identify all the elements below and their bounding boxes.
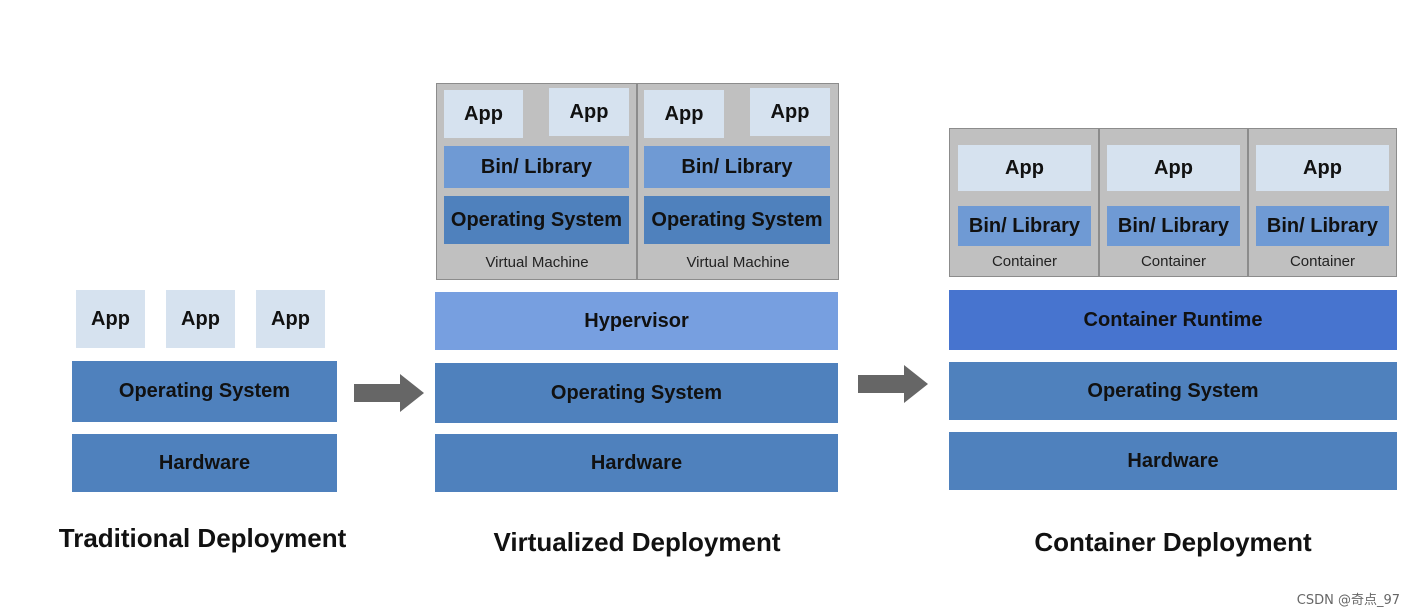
traditional-app-1: App bbox=[76, 290, 145, 348]
arrow-right-icon bbox=[354, 374, 424, 412]
virtualized-operating-system: Operating System bbox=[435, 363, 838, 423]
vm2-operating-system: Operating System bbox=[644, 196, 830, 244]
traditional-app-2: App bbox=[166, 290, 235, 348]
vm1-app-2: App bbox=[549, 88, 629, 136]
container-hardware: Hardware bbox=[949, 432, 1397, 490]
vm2-bin-library: Bin/ Library bbox=[644, 146, 830, 188]
container1-label: Container bbox=[991, 252, 1058, 270]
watermark: CSDN @奇点_97 bbox=[1296, 593, 1400, 608]
vm1-bin-library: Bin/ Library bbox=[444, 146, 629, 188]
container2-app: App bbox=[1107, 145, 1240, 191]
container-deployment-title: Container Deployment bbox=[1034, 526, 1312, 557]
container3-bin-library: Bin/ Library bbox=[1256, 206, 1389, 246]
virtualized-hardware: Hardware bbox=[435, 434, 838, 492]
container-runtime: Container Runtime bbox=[949, 290, 1397, 350]
container-divider-1 bbox=[1098, 129, 1100, 276]
container2-bin-library: Bin/ Library bbox=[1107, 206, 1240, 246]
traditional-app-3: App bbox=[256, 290, 325, 348]
virtualized-deployment-title: Virtualized Deployment bbox=[493, 526, 781, 557]
vm1-app-1: App bbox=[444, 90, 523, 138]
vm1-operating-system: Operating System bbox=[444, 196, 629, 244]
vm2-app-2: App bbox=[750, 88, 830, 136]
container-operating-system: Operating System bbox=[949, 362, 1397, 420]
arrow-right-icon bbox=[858, 365, 928, 403]
container2-label: Container bbox=[1140, 252, 1207, 270]
traditional-hardware: Hardware bbox=[72, 434, 337, 492]
traditional-deployment-title: Traditional Deployment bbox=[58, 522, 347, 553]
container1-app: App bbox=[958, 145, 1091, 191]
vm2-app-1: App bbox=[644, 90, 724, 138]
hypervisor: Hypervisor bbox=[435, 292, 838, 350]
container3-label: Container bbox=[1289, 252, 1356, 270]
traditional-operating-system: Operating System bbox=[72, 361, 337, 422]
vm1-label: Virtual Machine bbox=[485, 253, 589, 271]
container-divider-2 bbox=[1247, 129, 1249, 276]
container3-app: App bbox=[1256, 145, 1389, 191]
virtual-machine-divider bbox=[636, 84, 638, 279]
vm2-label: Virtual Machine bbox=[686, 253, 790, 271]
container1-bin-library: Bin/ Library bbox=[958, 206, 1091, 246]
